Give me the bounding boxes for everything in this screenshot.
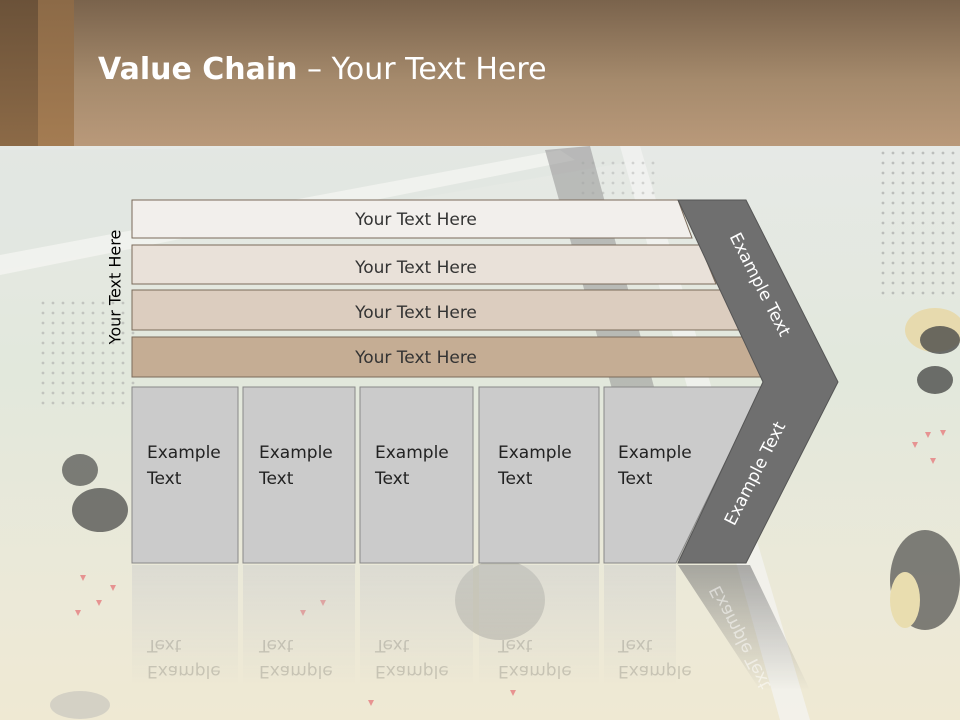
header-accent-light [38, 0, 74, 146]
slide-title[interactable]: Value Chain – Your Text Here [98, 52, 547, 87]
box-1-line2: Text [147, 469, 182, 489]
row-bar-4-label: Your Text Here [354, 348, 477, 368]
box-4-reflection: Example Text [498, 632, 572, 684]
activity-box-3[interactable] [359, 386, 474, 564]
box-2-reflection: Example Text [259, 632, 333, 684]
box-3-reflection-line1: Example [375, 661, 449, 681]
row-bar-1[interactable] [131, 199, 693, 239]
box-5-reflection-line1: Example [618, 661, 692, 681]
box-5-line1: Example [618, 443, 692, 463]
box-1-line1: Example [147, 443, 221, 463]
row-bar-2[interactable] [131, 244, 717, 285]
box-3-line1: Example [375, 443, 449, 463]
activity-box-2[interactable] [242, 386, 356, 564]
slide-title-rest: – Your Text Here [297, 52, 547, 87]
title-bar: Value Chain – Your Text Here [0, 0, 960, 146]
box-1-reflection: Example Text [147, 632, 221, 684]
box-5-reflection: Example Text [618, 632, 692, 684]
box-2-reflection-line1: Example [259, 661, 333, 681]
box-5-line2: Text [618, 469, 653, 489]
box-5-reflection-line2: Text [618, 635, 653, 655]
slide-title-bold: Value Chain [98, 52, 298, 87]
row-bar-3-label: Your Text Here [354, 303, 477, 323]
reflection [132, 565, 810, 690]
box-1-reflection-line1: Example [147, 661, 221, 681]
box-1-reflection-line2: Text [147, 635, 182, 655]
box-2-reflection-line2: Text [259, 635, 294, 655]
box-2-line1: Example [259, 443, 333, 463]
box-4-reflection-line2: Text [498, 635, 533, 655]
row-bar-1-label: Your Text Here [354, 210, 477, 230]
activity-box-4[interactable] [478, 386, 600, 564]
box-3-line2: Text [375, 469, 410, 489]
activity-box-1[interactable] [131, 386, 239, 564]
row-bars: Your Text Here Your Text Here Your Text … [131, 199, 764, 378]
row-bar-2-label: Your Text Here [354, 258, 477, 278]
box-2-line2: Text [259, 469, 294, 489]
margin-chevron[interactable] [677, 199, 839, 564]
box-4-line1: Example [498, 443, 572, 463]
header-accent-dark [0, 0, 38, 146]
box-4-reflection-line1: Example [498, 661, 572, 681]
activity-boxes [131, 386, 763, 564]
box-3-reflection: Example Text [375, 632, 449, 684]
activity-box-5[interactable] [603, 386, 763, 564]
side-label[interactable]: Your Text Here [105, 229, 125, 345]
box-4-line2: Text [498, 469, 533, 489]
box-3-reflection-line2: Text [375, 635, 410, 655]
